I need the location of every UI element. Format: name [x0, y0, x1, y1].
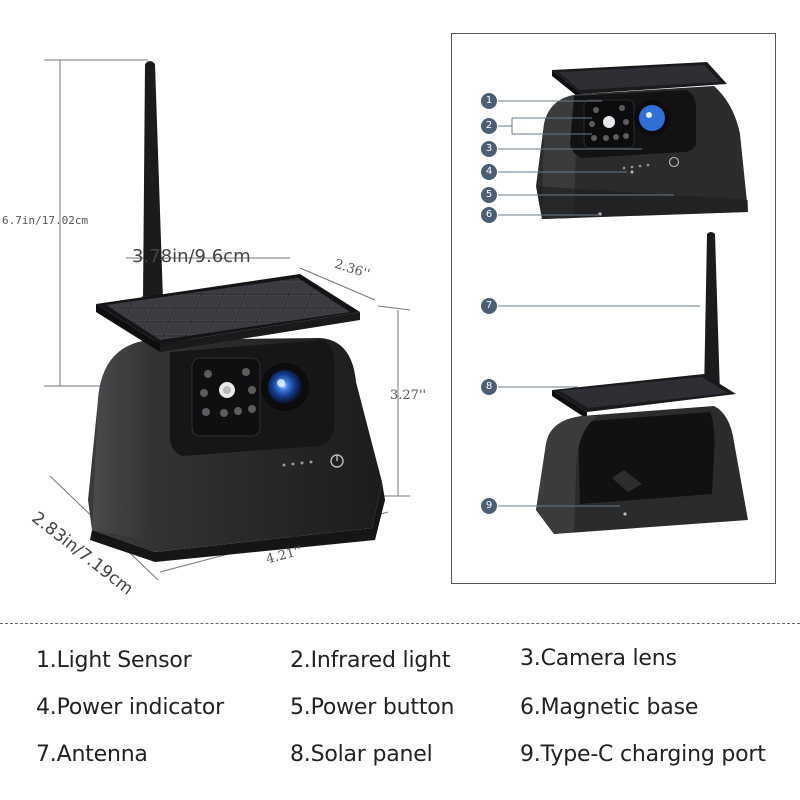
back-view-camera [536, 232, 748, 534]
width-top-dimension-label: 3.78in/9.6cm [132, 246, 251, 267]
callout-8: 8 [481, 379, 497, 395]
legend-item-light-sensor: 1.Light Sensor [36, 648, 192, 673]
height-side-dimension-label: 3.27'' [390, 388, 427, 403]
callout-3: 3 [481, 141, 497, 157]
detail-views-box: 1 2 3 4 5 6 7 8 9 [451, 33, 776, 584]
main-product-figure: 6.7in/17.02cm 3.78in/9.6cm 2.36'' 3.27''… [2, 59, 427, 599]
antenna [141, 61, 165, 310]
callout-4: 4 [481, 164, 497, 180]
height-dimension-label: 6.7in/17.02cm [2, 214, 89, 227]
legend-item-camera-lens: 3.Camera lens [520, 646, 677, 671]
parts-legend: 1.Light Sensor 2.Infrared light 3.Camera… [0, 640, 800, 780]
callout-7: 7 [481, 298, 497, 314]
callout-leader-lines [498, 100, 700, 507]
callout-6: 6 [481, 207, 497, 223]
legend-item-infrared-light: 2.Infrared light [290, 648, 451, 673]
legend-item-antenna: 7.Antenna [36, 742, 148, 767]
camera-head [170, 340, 334, 456]
callout-9: 9 [481, 498, 497, 514]
callout-2: 2 [481, 118, 497, 134]
camera-main-illustration [44, 59, 411, 581]
legend-item-solar-panel: 8.Solar panel [290, 742, 433, 767]
front-view-camera [536, 62, 748, 219]
dashed-divider [0, 623, 800, 624]
legend-item-power-button: 5.Power button [290, 695, 455, 720]
solar-panel [96, 274, 360, 352]
legend-item-type-c-port: 9.Type-C charging port [520, 742, 766, 767]
legend-item-power-indicator: 4.Power indicator [36, 695, 224, 720]
callout-1: 1 [481, 93, 497, 109]
callout-5: 5 [481, 187, 497, 203]
detail-views-illustration [498, 62, 748, 534]
legend-item-magnetic-base: 6.Magnetic base [520, 695, 699, 720]
